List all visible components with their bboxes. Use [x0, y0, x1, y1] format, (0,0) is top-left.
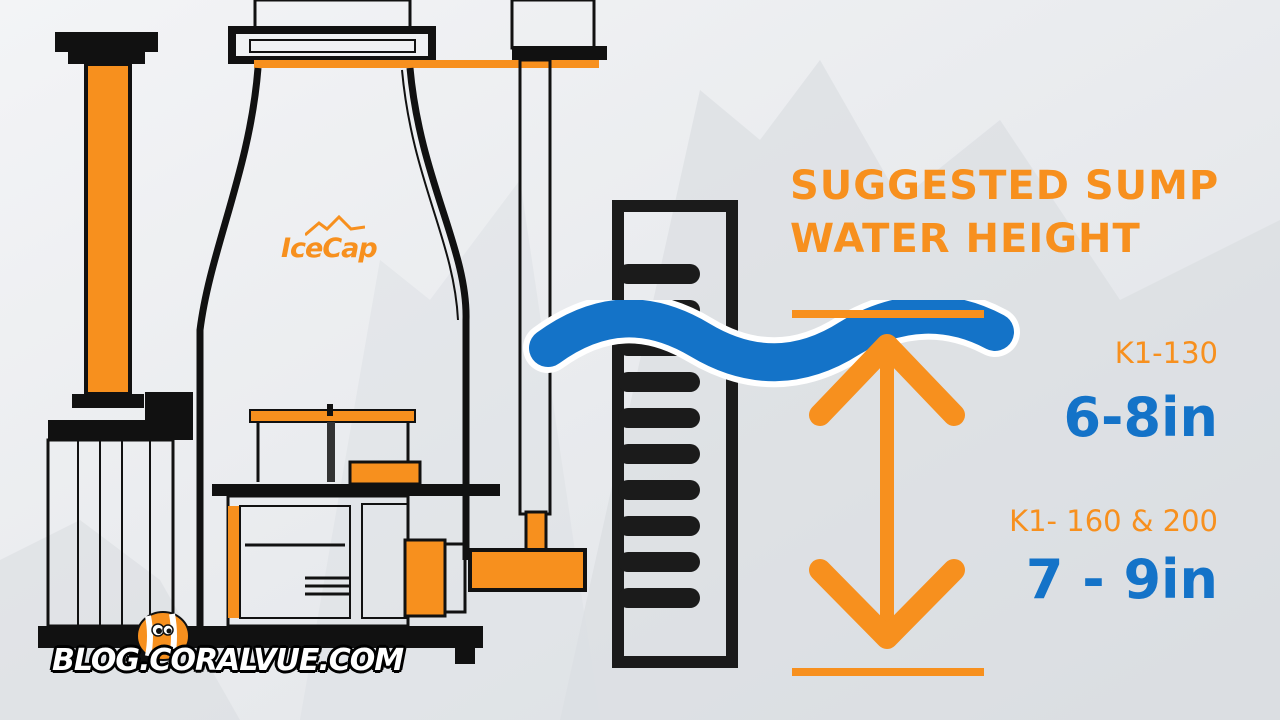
title-line-2: WATER HEIGHT: [790, 216, 1141, 262]
mountain-logo-icon: [305, 215, 365, 237]
collection-cup-lid: [228, 26, 436, 64]
clownfish-mascot-icon: [136, 611, 190, 661]
icecap-logo: IceCap: [281, 233, 378, 264]
ruler-gauge: [612, 200, 738, 668]
model-label-k1-130: K1-130: [1114, 336, 1218, 370]
riser-top-cap: [55, 32, 158, 52]
range-value-k1-160-200: 7 - 9in: [1025, 548, 1218, 611]
upper-limit-line: [792, 310, 984, 318]
riser-tube: [84, 62, 132, 396]
skimmer-illustration: [38, 0, 607, 664]
double-arrow: [792, 310, 984, 676]
page-title: SUGGESTED SUMP WATER HEIGHT: [790, 160, 1270, 266]
lower-limit-line: [792, 668, 984, 676]
skimmer-body: [196, 67, 470, 626]
title-line-1: SUGGESTED SUMP: [790, 163, 1220, 209]
blog-watermark: BLOG.CORALVUE.COM: [52, 643, 404, 678]
range-value-k1-130: 6-8in: [1063, 386, 1218, 449]
model-label-k1-160-200: K1- 160 & 200: [1009, 504, 1218, 538]
